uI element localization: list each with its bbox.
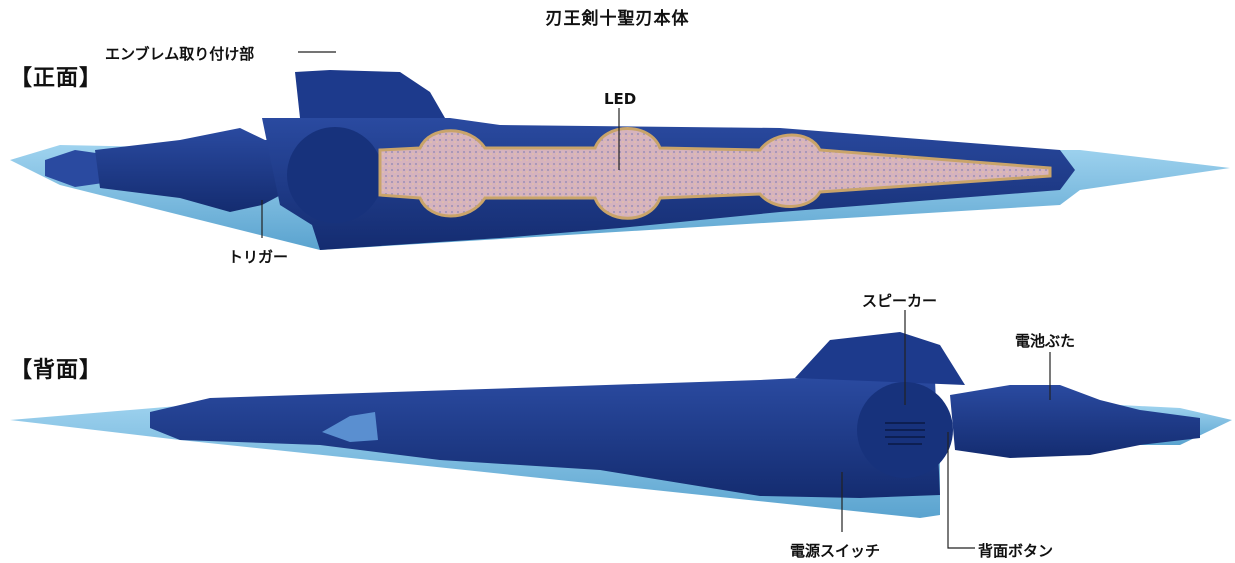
callout-power-switch: 電源スイッチ — [790, 542, 881, 560]
back-sword — [10, 310, 1232, 549]
back-main-body — [150, 378, 940, 498]
front-emblem-mount — [295, 70, 445, 118]
back-view-label: 【背面】 — [10, 358, 103, 383]
callout-led: LED — [604, 90, 637, 108]
front-led-window — [378, 127, 1052, 220]
callout-speaker: スピーカー — [862, 292, 938, 310]
back-power-switch-accent — [322, 412, 378, 442]
back-hilt — [950, 385, 1200, 458]
callout-emblem-mount: エンブレム取り付け部 — [105, 45, 255, 63]
callout-battery-cover: 電池ぶた — [1015, 332, 1076, 350]
front-round-guard — [287, 127, 383, 223]
page-title: 刃王剣十聖刃本体 — [545, 9, 690, 29]
front-view-label: 【正面】 — [10, 66, 103, 91]
front-left-tip — [45, 150, 110, 187]
front-sword — [10, 51, 1230, 250]
front-hilt — [95, 128, 290, 212]
callout-trigger: トリガー — [228, 248, 289, 266]
back-top-fin — [795, 332, 965, 385]
callout-back-button: 背面ボタン — [978, 542, 1054, 560]
